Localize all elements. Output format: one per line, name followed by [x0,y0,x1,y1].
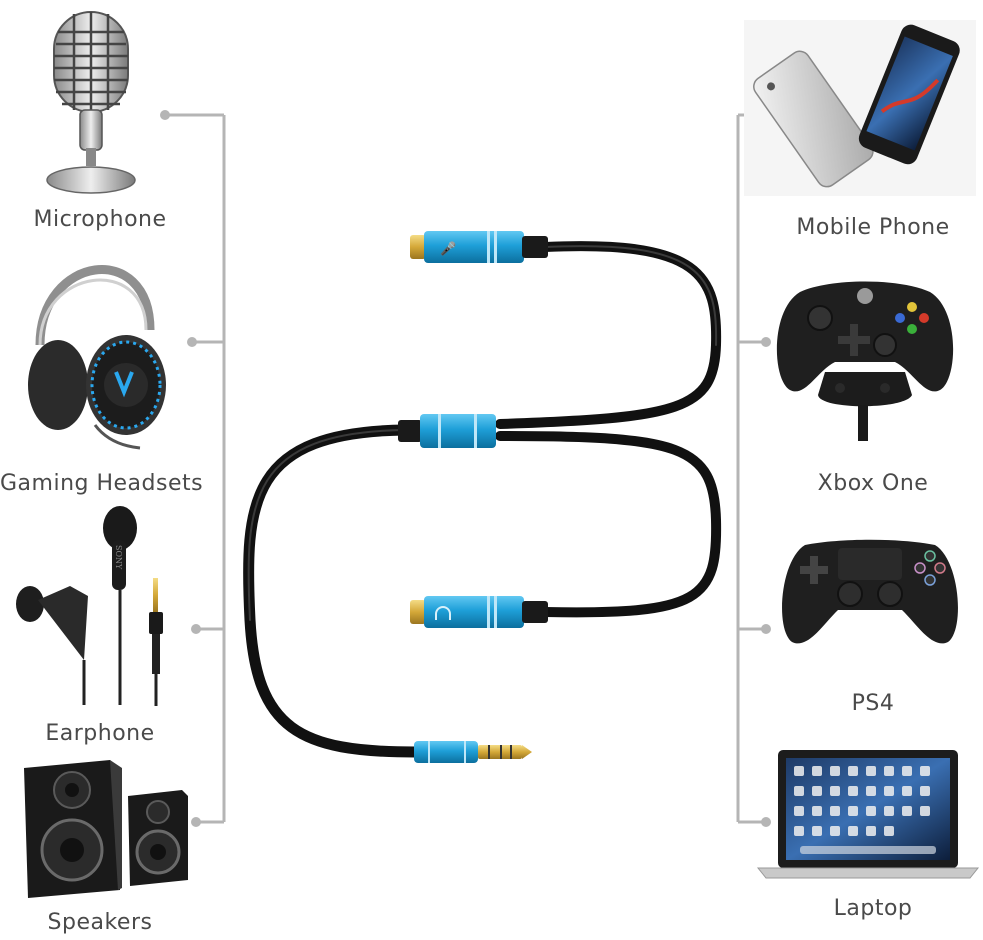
phone-icon [744,20,976,196]
label-microphone: Microphone [33,207,167,232]
headset-icon [28,265,166,450]
svg-text:🎤: 🎤 [440,240,456,257]
headphone-jack-connector [410,596,548,628]
splitter-hub [398,414,496,448]
left-connector-dots [160,110,201,827]
laptop-icon [756,750,980,879]
label-speakers: Speakers [47,910,153,935]
y-splitter-cable [243,241,722,758]
microphone-icon [46,11,136,194]
label-laptop: Laptop [833,896,913,921]
right-connector-lines [736,113,778,824]
male-plug-connector [414,741,532,763]
label-mobile-phone: Mobile Phone [796,215,950,240]
ps4-controller-icon [782,539,958,644]
label-ps4: PS4 [851,691,895,716]
mic-jack-connector: 🎤 [410,231,548,263]
label-earphone: Earphone [45,721,155,746]
xbox-controller-icon [776,281,954,441]
speakers-icon [24,760,188,898]
label-xbox-one: Xbox One [817,471,929,496]
svg-text:SONY: SONY [114,545,123,570]
earphone-icon: SONY [16,506,163,706]
label-gaming-headsets: Gaming Headsets [0,471,204,496]
